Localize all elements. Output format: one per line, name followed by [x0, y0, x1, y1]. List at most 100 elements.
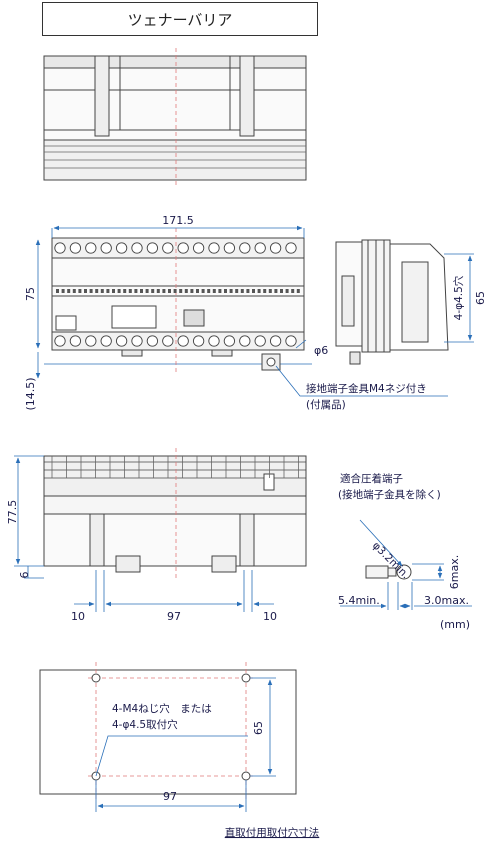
led-dot	[162, 289, 166, 293]
led-dot	[179, 289, 183, 293]
led-dot	[123, 289, 127, 293]
mount-v-label: 65	[252, 721, 265, 735]
front-height-label: 75	[24, 287, 37, 301]
title-box: ツェナーバリア	[42, 2, 318, 36]
side-holes-label: 4-φ4.5穴	[452, 275, 465, 320]
led-dot	[229, 289, 233, 293]
front-width-label: 171.5	[162, 214, 194, 227]
terminal-screw	[85, 242, 97, 254]
ground-label-2: (付属品)	[306, 398, 346, 411]
led-dot	[95, 289, 99, 293]
led-dot	[263, 289, 267, 293]
led-dot	[151, 289, 155, 293]
terminal-label-2: (接地端子金具を除く)	[338, 488, 441, 501]
led-dot	[72, 289, 76, 293]
front-terminal-row-bottom	[54, 335, 297, 347]
led-dot	[207, 289, 211, 293]
led-dot	[145, 289, 149, 293]
drawing-title: ツェナーバリア	[127, 10, 233, 29]
mounting-diagram: 4-M4ねじ穴 または 4-φ4.5取付穴 65 97 直取付用取付穴寸法	[39, 662, 320, 839]
terminal-screw	[192, 335, 205, 347]
led-dot	[257, 289, 261, 293]
led-dot	[240, 289, 244, 293]
led-dot	[235, 289, 239, 293]
led-dot	[56, 289, 59, 293]
terminal-screw	[285, 335, 297, 347]
terminal-w2-label: 3.0max.	[424, 594, 469, 607]
led-dot	[117, 289, 121, 293]
front-view	[44, 228, 312, 372]
terminal-w1-label: 5.4min.	[338, 594, 380, 607]
top-view	[43, 48, 307, 188]
terminal-screw	[177, 242, 189, 254]
terminal-screw	[223, 242, 236, 254]
front-led-row	[56, 289, 300, 293]
terminal-screw	[177, 335, 189, 347]
led-dot	[196, 289, 199, 293]
terminal-screw	[208, 242, 220, 254]
bottom-right-label: 10	[263, 610, 277, 623]
led-dot	[291, 289, 295, 293]
led-dot	[173, 289, 177, 293]
front-dim-width: 171.5	[51, 214, 305, 238]
terminal-screw	[54, 335, 66, 347]
terminal-screw	[239, 242, 251, 254]
terminal-screw	[100, 242, 112, 254]
led-dot	[100, 289, 104, 293]
side-pitch-label: 65	[474, 291, 487, 305]
led-dot	[285, 289, 289, 293]
terminal-screw	[69, 335, 82, 347]
terminal-screw	[100, 335, 112, 347]
led-dot	[140, 289, 143, 293]
terminal-screw	[131, 242, 143, 254]
bottom-dims	[14, 455, 274, 612]
led-dot	[224, 289, 227, 293]
led-dot	[212, 289, 216, 293]
led-dot	[168, 289, 171, 293]
led-dot	[106, 289, 110, 293]
bottom-view	[43, 448, 307, 580]
unit-label: (mm)	[440, 618, 470, 631]
bottom-center-label: 97	[167, 610, 181, 623]
terminal-h-label: 6max.	[448, 555, 461, 589]
terminal-screw	[131, 335, 143, 347]
led-dot	[128, 289, 132, 293]
mount-label-2: 4-φ4.5取付穴	[112, 718, 178, 731]
terminal-screw	[146, 335, 159, 347]
terminal-screw	[115, 242, 128, 254]
front-hole-label: φ6	[314, 344, 328, 357]
bottom-foot-label: 6	[18, 572, 31, 579]
terminal-screw	[192, 242, 205, 254]
mount-label-1: 4-M4ねじ穴 または	[112, 702, 212, 715]
led-dot	[184, 289, 188, 293]
led-dot	[190, 289, 194, 293]
mount-caption: 直取付用取付穴寸法	[225, 826, 320, 839]
front-dim-offset: (14.5)	[24, 352, 41, 411]
bottom-terminal-ticks	[51, 456, 299, 478]
terminal-screw	[115, 335, 128, 347]
side-dim-holes: 4-φ4.5穴 65	[444, 253, 487, 343]
terminal-screw	[239, 335, 251, 347]
terminal-screw	[269, 335, 282, 347]
front-offset-label: (14.5)	[24, 377, 37, 410]
terminal-screw	[69, 242, 82, 254]
side-view	[335, 239, 449, 365]
led-dot	[61, 289, 65, 293]
mount-h-label: 97	[163, 790, 177, 803]
terminal-screw	[54, 242, 66, 254]
terminal-detail: 適合圧着端子 (接地端子金具を除く) φ3.2min. 6max. 5.4min…	[338, 472, 472, 631]
bottom-height-label: 77.5	[6, 500, 19, 525]
led-dot	[252, 289, 255, 293]
terminal-screw	[223, 335, 236, 347]
led-dot	[78, 289, 82, 293]
led-dot	[89, 289, 93, 293]
led-dot	[218, 289, 222, 293]
led-dot	[201, 289, 205, 293]
terminal-screw	[208, 335, 220, 347]
terminal-label-1: 適合圧着端子	[340, 472, 403, 485]
terminal-screw	[285, 242, 297, 254]
terminal-screw	[85, 335, 97, 347]
led-dot	[112, 289, 115, 293]
terminal-screw	[254, 242, 266, 254]
